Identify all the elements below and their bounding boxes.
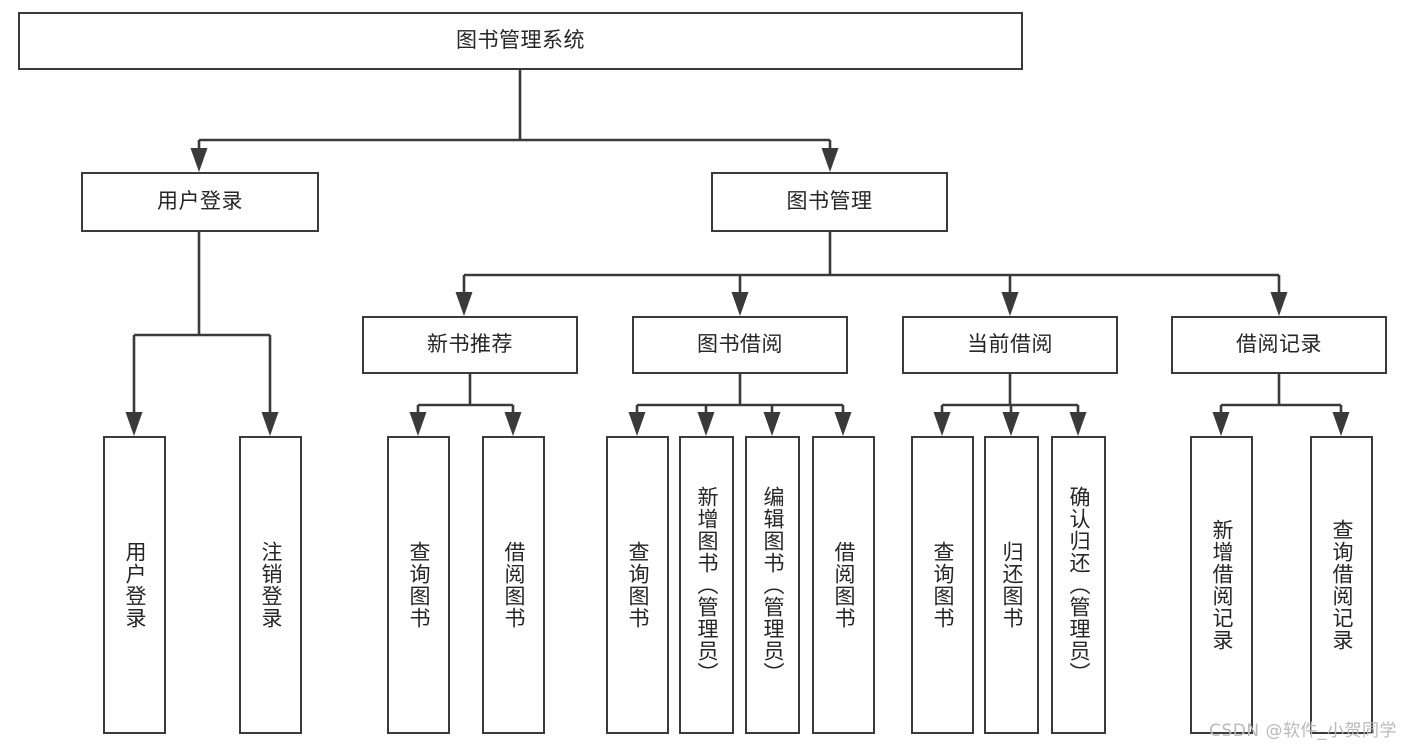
- arrow-level2-0-head-icon: [190, 148, 208, 172]
- arrow-user-login-leaf-0-head-icon: [125, 412, 143, 436]
- node-label: 查询图书: [930, 541, 955, 629]
- node-label: 新书推荐: [427, 332, 513, 357]
- node-label: 查询图书: [625, 541, 650, 629]
- node-leaf-return-book[interactable]: 归还图书: [984, 436, 1039, 734]
- node-user-login[interactable]: 用户登录: [81, 172, 319, 232]
- node-leaf-confirm-return-admin[interactable]: 确认归还（管理员）: [1051, 436, 1106, 734]
- arrow-leaf-1-2-head-icon: [763, 412, 781, 436]
- node-label: 新增借阅记录: [1209, 519, 1234, 651]
- node-label: 查询借阅记录: [1329, 519, 1354, 651]
- arrow-leaf-1-0-head-icon: [628, 412, 646, 436]
- node-current-borrow[interactable]: 当前借阅: [902, 316, 1118, 374]
- node-label: 确认归还（管理员）: [1066, 486, 1091, 684]
- node-label: 注销登录: [258, 541, 283, 629]
- arrow-level2-1-head-icon: [821, 148, 839, 172]
- arrow-leaf-2-0-head-icon: [933, 412, 951, 436]
- arrow-level3-0-head-icon: [455, 292, 473, 316]
- arrow-leaf-1-1-head-icon: [697, 412, 715, 436]
- arrow-user-login-leaf-1-head-icon: [261, 412, 279, 436]
- node-leaf-query-book-1[interactable]: 查询图书: [387, 436, 450, 734]
- node-label: 借阅图书: [831, 541, 856, 629]
- watermark-credit: CSDN @软件_小贺同学: [1209, 721, 1397, 741]
- arrow-leaf-1-3-head-icon: [834, 412, 852, 436]
- arrow-level3-2-head-icon: [1001, 292, 1019, 316]
- arrow-leaf-2-2-head-icon: [1069, 412, 1087, 436]
- node-label: 用户登录: [122, 541, 147, 629]
- node-label: 用户登录: [157, 189, 243, 214]
- node-leaf-borrow-book-2[interactable]: 借阅图书: [812, 436, 875, 734]
- node-new-book-rec[interactable]: 新书推荐: [362, 316, 578, 374]
- node-label: 编辑图书（管理员）: [760, 486, 785, 684]
- node-label: 新增图书（管理员）: [694, 486, 719, 684]
- arrow-leaf-0-0-head-icon: [409, 412, 427, 436]
- node-book-manage[interactable]: 图书管理: [711, 172, 948, 232]
- node-leaf-query-record[interactable]: 查询借阅记录: [1310, 436, 1373, 734]
- arrow-leaf-3-0-head-icon: [1212, 412, 1230, 436]
- node-borrow-records[interactable]: 借阅记录: [1171, 316, 1387, 374]
- node-label: 图书管理: [786, 189, 873, 214]
- node-label: 借阅记录: [1236, 332, 1322, 357]
- node-label: 归还图书: [999, 541, 1024, 629]
- node-leaf-user-login[interactable]: 用户登录: [103, 436, 166, 734]
- node-root-system[interactable]: 图书管理系统: [18, 12, 1023, 70]
- node-leaf-logout[interactable]: 注销登录: [239, 436, 302, 734]
- arrow-level3-3-head-icon: [1270, 292, 1288, 316]
- node-label: 查询图书: [406, 541, 431, 629]
- node-label: 借阅图书: [501, 541, 526, 629]
- arrow-leaf-3-1-head-icon: [1332, 412, 1350, 436]
- arrow-leaf-2-1-head-icon: [1002, 412, 1020, 436]
- node-leaf-query-book-3[interactable]: 查询图书: [911, 436, 974, 734]
- node-label: 图书管理系统: [456, 28, 585, 53]
- arrow-level3-1-head-icon: [731, 292, 749, 316]
- node-leaf-add-book-admin[interactable]: 新增图书（管理员）: [679, 436, 734, 734]
- node-leaf-borrow-book-1[interactable]: 借阅图书: [482, 436, 545, 734]
- node-label: 图书借阅: [697, 332, 783, 357]
- node-leaf-add-record[interactable]: 新增借阅记录: [1190, 436, 1253, 734]
- node-label: 当前借阅: [967, 332, 1053, 357]
- node-book-borrow[interactable]: 图书借阅: [632, 316, 848, 374]
- arrow-leaf-0-1-head-icon: [504, 412, 522, 436]
- node-leaf-edit-book-admin[interactable]: 编辑图书（管理员）: [745, 436, 800, 734]
- node-leaf-query-book-2[interactable]: 查询图书: [606, 436, 669, 734]
